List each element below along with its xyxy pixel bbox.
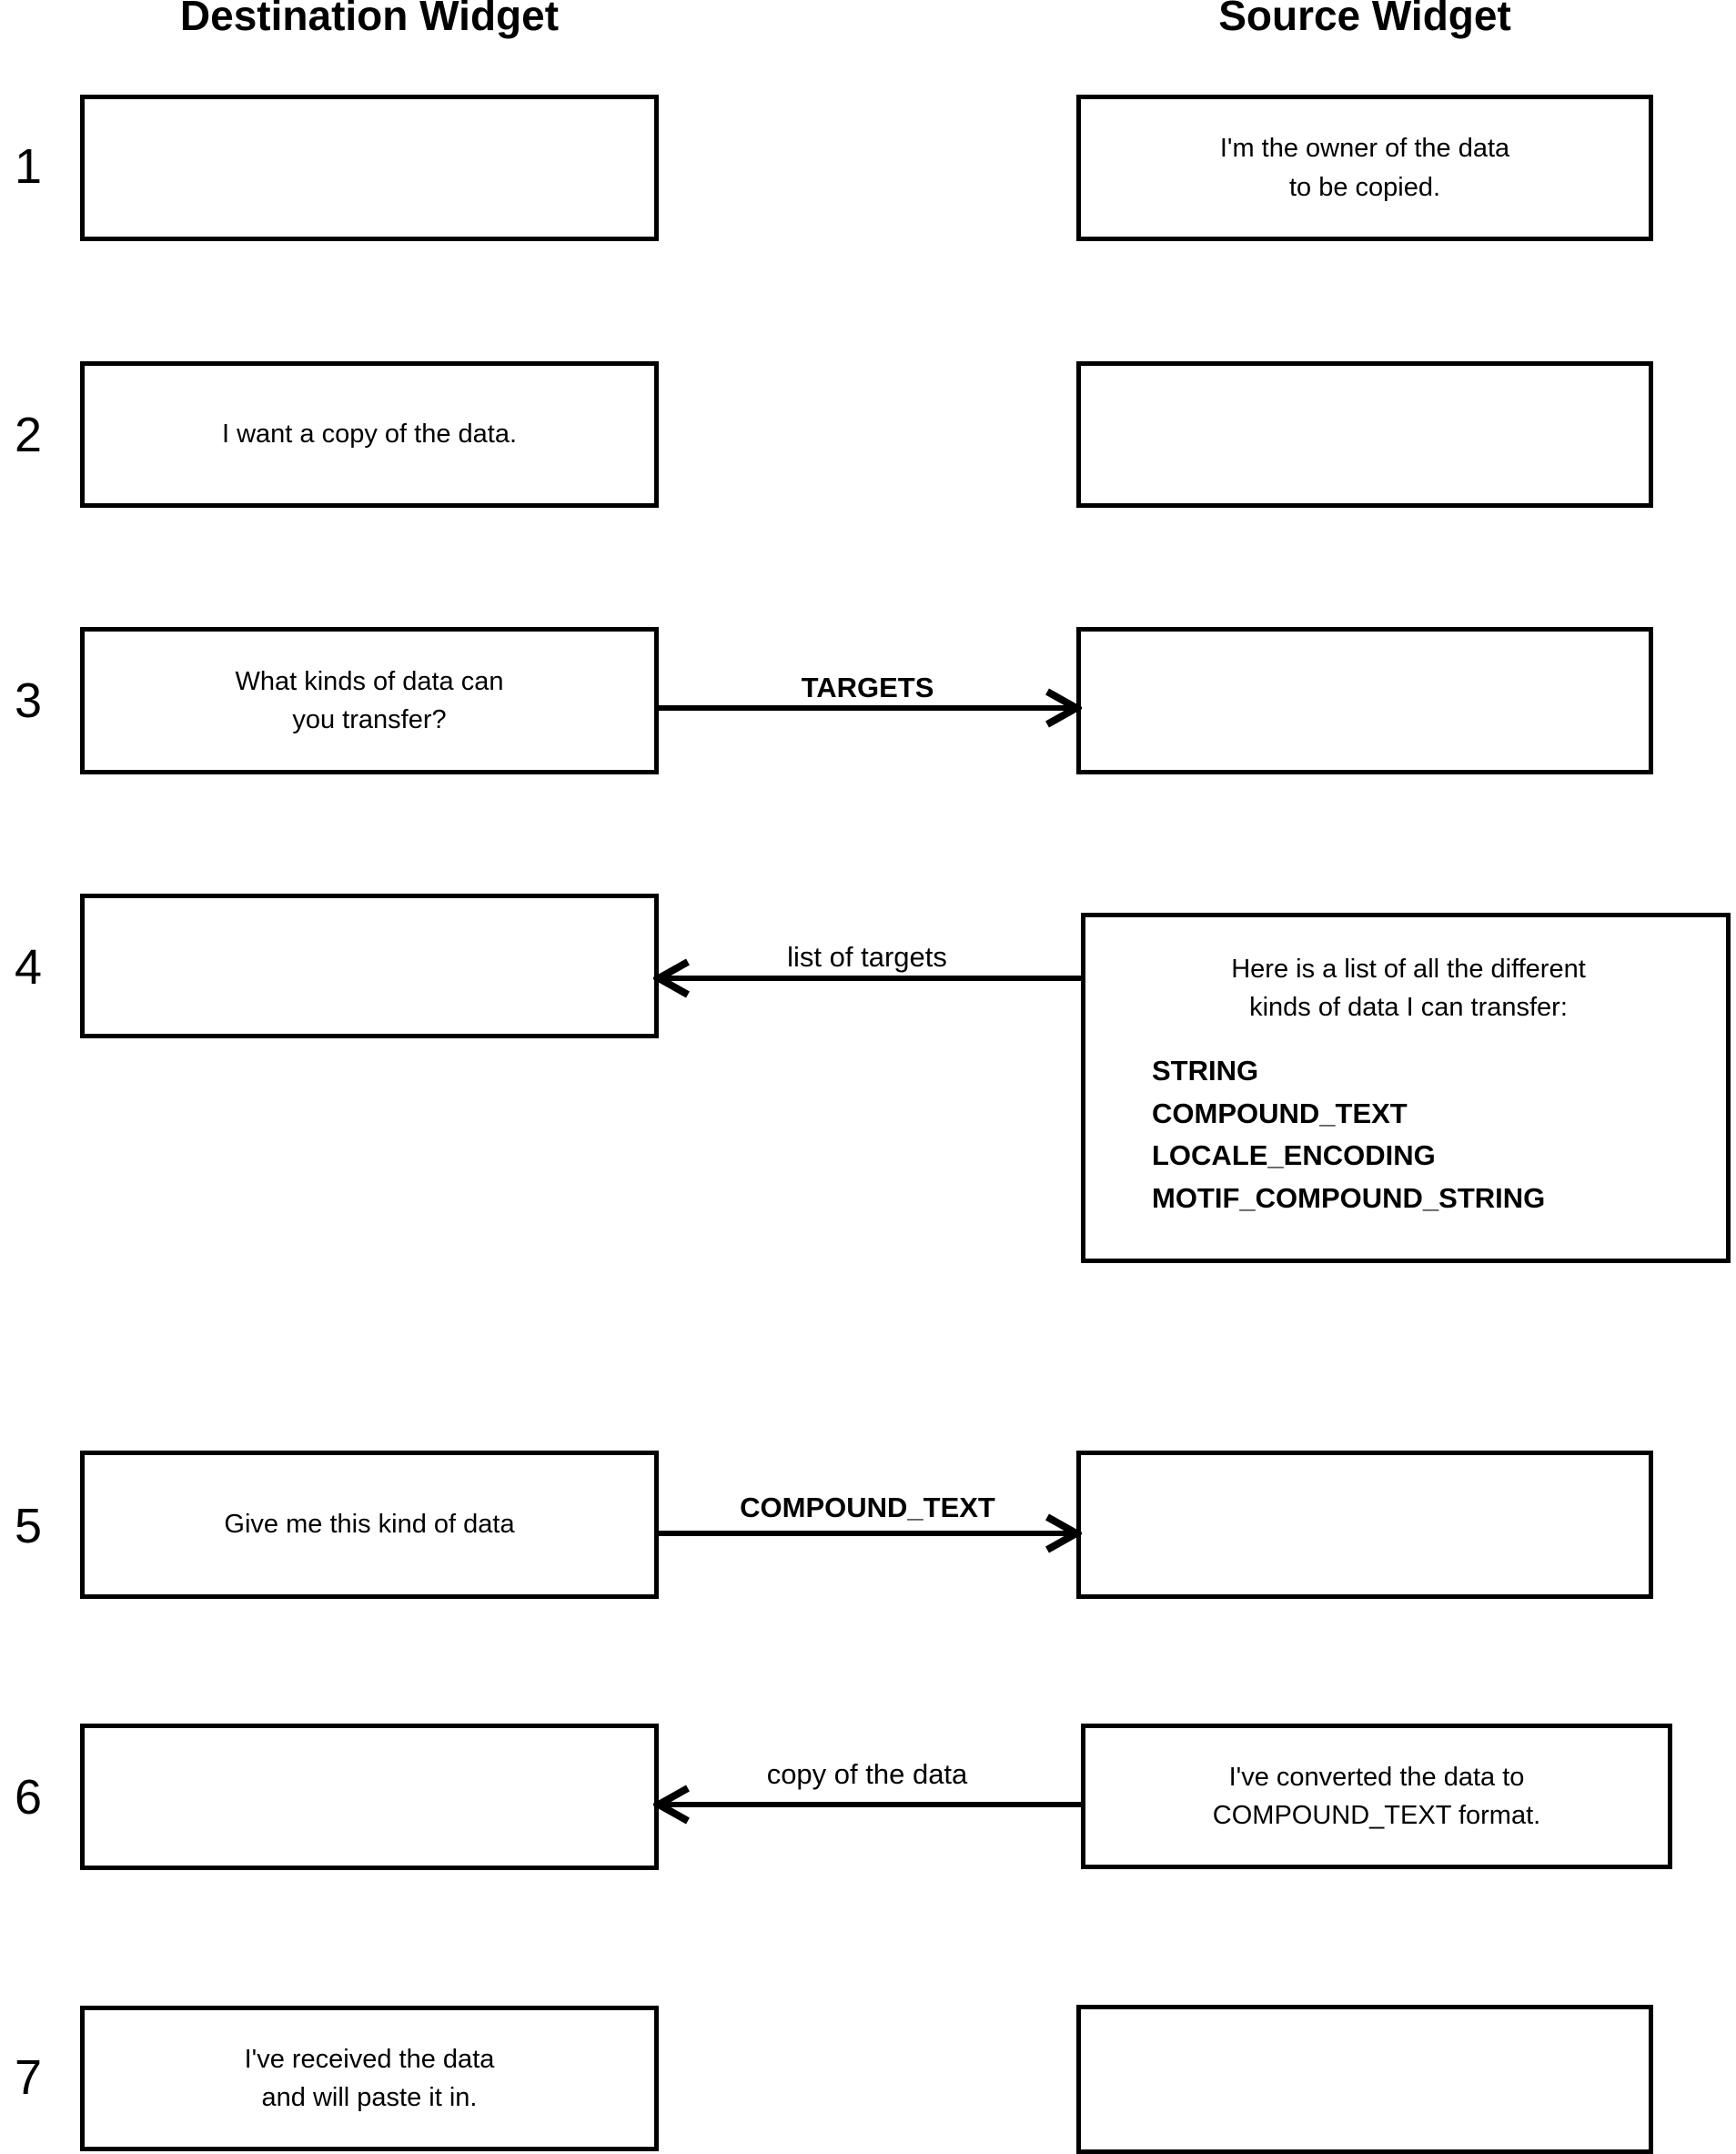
source-box-7: [1076, 2005, 1653, 2154]
destination-box-1: [80, 95, 659, 241]
targets-arrow: [659, 688, 1082, 728]
target-item-locale-encoding: LOCALE_ENCODING: [1152, 1139, 1436, 1172]
targets-list: STRING COMPOUND_TEXT LOCALE_ENCODING MOT…: [1152, 1050, 1545, 1219]
source-box-3: [1076, 627, 1653, 774]
step-number-3: 3: [14, 673, 43, 728]
copy-of-data-arrow-label: copy of the data: [766, 1758, 968, 1790]
step-number-4: 4: [14, 940, 43, 995]
source-column-title: Source Widget: [1218, 0, 1511, 39]
step-number-6: 6: [14, 1770, 43, 1825]
step-number-5: 5: [14, 1499, 43, 1553]
target-item-string: STRING: [1152, 1055, 1259, 1087]
source-box-6: I've converted the data to COMPOUND_TEXT…: [1081, 1724, 1672, 1869]
destination-box-5: Give me this kind of data: [80, 1451, 659, 1599]
source-box-5: [1076, 1451, 1653, 1599]
compound-text-arrow-label: COMPOUND_TEXT: [740, 1492, 995, 1523]
target-item-motif-compound-string: MOTIF_COMPOUND_STRING: [1152, 1181, 1546, 1214]
target-item-compound-text: COMPOUND_TEXT: [1152, 1097, 1408, 1129]
list-of-targets-arrow: [653, 958, 1081, 998]
source-box-2: [1076, 361, 1653, 508]
destination-box-6: [80, 1724, 659, 1870]
source-box-1: I'm the owner of the data to be copied.: [1076, 95, 1653, 241]
step-number-7: 7: [14, 2050, 43, 2105]
targets-list-heading: Here is a list of all the different kind…: [1231, 955, 1586, 1023]
compound-text-arrow: [659, 1513, 1082, 1553]
destination-box-4: [80, 894, 659, 1038]
list-of-targets-arrow-label: list of targets: [787, 941, 947, 973]
targets-arrow-label: TARGETS: [801, 672, 934, 703]
destination-column-title: Destination Widget: [179, 0, 560, 39]
copy-of-data-arrow: [653, 1785, 1081, 1825]
destination-box-3: What kinds of data can you transfer?: [80, 627, 659, 774]
step-number-1: 1: [14, 139, 43, 194]
source-box-4: Here is a list of all the different kind…: [1081, 913, 1731, 1263]
destination-box-7: I've received the data and will paste it…: [80, 2006, 659, 2151]
destination-box-2: I want a copy of the data.: [80, 361, 659, 508]
step-number-2: 2: [14, 408, 43, 462]
